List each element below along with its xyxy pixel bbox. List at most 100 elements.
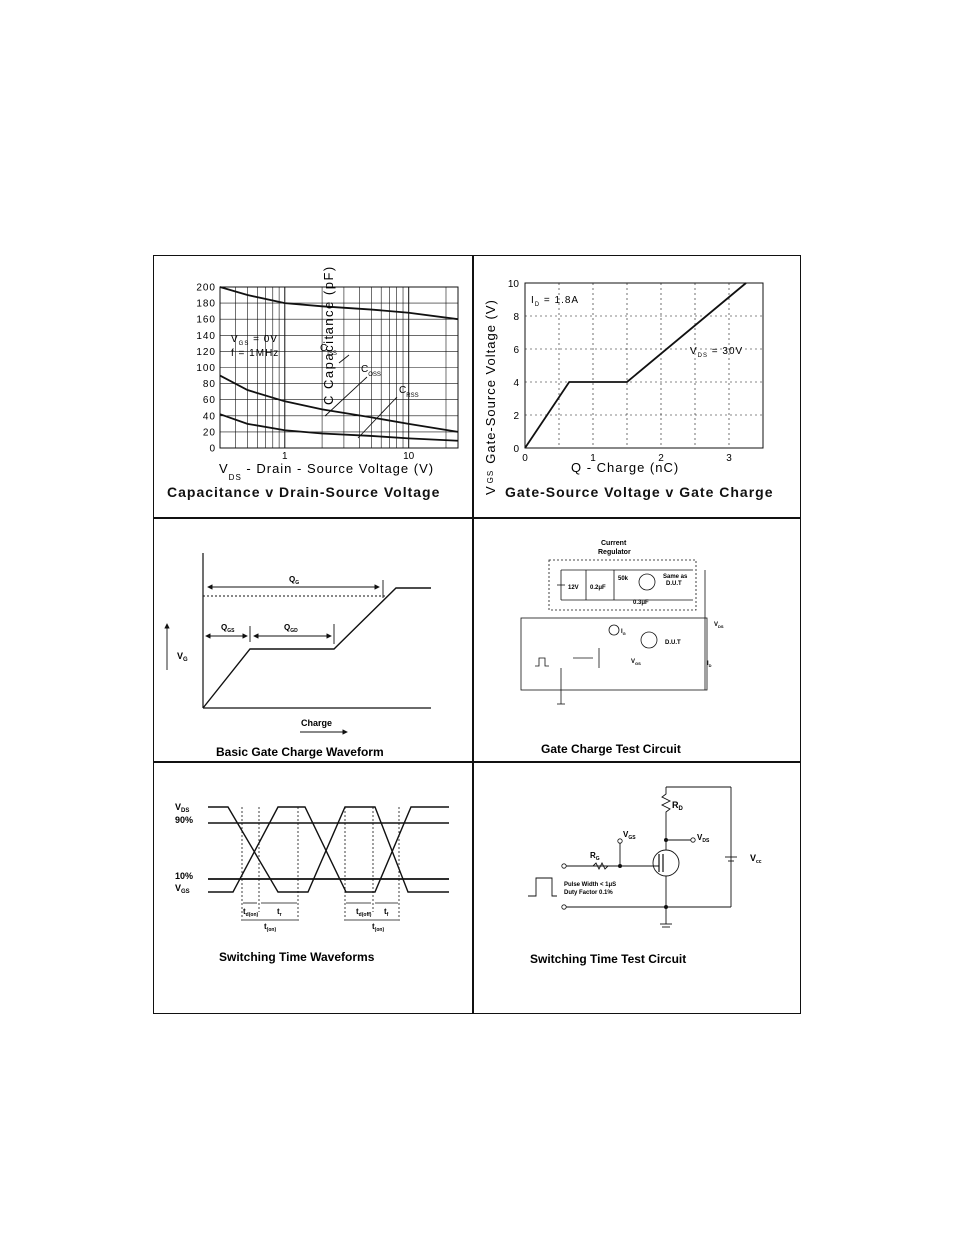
gate-charge-title: Gate-Source Voltage v Gate Charge	[505, 484, 774, 500]
y-tick-label: 60	[203, 395, 216, 406]
sw-ton-label: t(on)	[264, 922, 276, 933]
rg-label: RG	[590, 851, 600, 862]
rg-resistor	[592, 861, 609, 871]
sw-vds-label: VDS	[175, 802, 189, 814]
label-12v: 12V	[568, 585, 579, 591]
test-circuit-loop	[520, 617, 708, 691]
label-dut-2: D.U.T	[665, 640, 681, 646]
gate-charge-test-circuit-title: Gate Charge Test Circuit	[541, 742, 681, 756]
label-vgs: VGS	[631, 659, 641, 666]
sw-vgs-label: VGS	[175, 883, 190, 895]
wf-qgd-label: QGD	[284, 623, 298, 634]
capacitance-series	[219, 286, 459, 442]
y-tick-label: 6	[513, 345, 519, 356]
gate-charge-test-circuit: Current Regulator 12V 0.2μF 50k Same as …	[520, 540, 724, 756]
condition-vgs: VGS = 0V	[231, 334, 278, 347]
condition-freq: f = 1MHz	[231, 348, 279, 359]
pulse-width-text: Pulse Width < 1μS	[564, 882, 616, 888]
sw-tr-label: tr	[277, 907, 282, 918]
sw-tdoff-label: td(off)	[356, 907, 372, 918]
leader-ciss	[338, 354, 350, 364]
capacitance-title: Capacitance v Drain-Source Voltage	[167, 484, 441, 500]
capacitance-x-label: VDS - Drain - Source Voltage (V)	[219, 461, 434, 482]
label-same-as: Same as	[663, 574, 688, 580]
wf-trace	[202, 587, 431, 709]
x-tick-label: 1	[590, 453, 596, 464]
gate-charge-waveform: QG QGS QGD VG Charge Basic Gate Charge W…	[164, 553, 431, 759]
label-id: ID	[707, 661, 712, 668]
label-03uf: 0.3μF	[633, 600, 649, 606]
regulator-box	[548, 559, 697, 611]
leader-crss	[357, 396, 398, 439]
y-tick-label: 200	[196, 283, 216, 294]
figure-divider-vertical	[472, 255, 474, 1014]
x-tick-label: 10	[403, 451, 415, 462]
capacitance-y-label: C Capacitance (pF)	[321, 265, 336, 405]
ig-current-source	[608, 624, 620, 636]
y-tick-label: 4	[513, 378, 519, 389]
y-tick-label: 120	[196, 347, 216, 358]
mosfet-symbol	[652, 849, 680, 877]
annotation-id: ID = 1.8A	[531, 295, 579, 308]
label-ciss: CISS	[320, 343, 337, 357]
label-crss: CRSS	[399, 385, 419, 399]
x-tick-label: 2	[658, 453, 664, 464]
sw-10-label: 10%	[175, 871, 193, 881]
switching-test-circuit: RD VDS VGS RG Vcc Pulse Width < 1μS Duty…	[528, 786, 762, 966]
sw-vgs-trace	[208, 806, 449, 893]
gate-charge-y-label: VGSGate-Source Voltage (V)	[483, 299, 498, 495]
y-tick-label: 40	[203, 411, 216, 422]
y-tick-label: 10	[508, 279, 520, 290]
label-regulator: Regulator	[598, 549, 631, 556]
wf-qgs-label: QGS	[221, 623, 235, 634]
figure-divider-row2	[153, 761, 801, 763]
wf-vg-label: VG	[177, 651, 188, 663]
leader-coss	[324, 376, 368, 417]
vds-label: VDS	[697, 833, 710, 844]
sw-90-label: 90%	[175, 815, 193, 825]
y-tick-label: 2	[513, 411, 519, 422]
gate-charge-grid	[524, 282, 764, 449]
switching-waveforms-title: Switching Time Waveforms	[219, 950, 375, 964]
reg-mosfet-symbol	[638, 573, 656, 591]
label-ig: IG	[621, 629, 626, 636]
x-tick-label: 0	[522, 453, 528, 464]
dut-mosfet-symbol	[640, 631, 658, 649]
switching-test-circuit-title: Switching Time Test Circuit	[530, 952, 686, 966]
x-tick-label: 1	[282, 451, 288, 462]
y-tick-label: 20	[203, 427, 216, 438]
label-vds: VDS	[714, 622, 724, 629]
y-tick-label: 80	[203, 379, 216, 390]
switching-waveforms: VDS 90% 10% VGS td(on) tr t(on) td(off) …	[175, 802, 449, 964]
wf-qg-label: QG	[289, 575, 299, 586]
rd-label: RD	[672, 800, 684, 812]
gate-charge-x-label: Q - Charge (nC)	[571, 460, 679, 475]
input-pulse	[535, 657, 549, 667]
capacitance-x-ticks: 1 10	[282, 451, 415, 462]
label-dut-1: D.U.T	[666, 581, 682, 587]
label-current: Current	[601, 540, 627, 547]
crss-curve	[219, 413, 459, 442]
vcc-label: Vcc	[750, 853, 762, 865]
y-tick-label: 140	[196, 331, 216, 342]
rd-resistor	[660, 787, 672, 820]
y-tick-label: 0	[209, 444, 216, 455]
label-coss: COSS	[361, 364, 381, 378]
annotation-vds: VDS = 30V	[690, 346, 743, 359]
sw-tf-label: tf	[384, 907, 389, 918]
y-tick-label: 8	[513, 312, 519, 323]
figure-divider-row1	[153, 517, 801, 519]
gate-charge-series	[524, 282, 747, 449]
y-tick-label: 100	[196, 363, 216, 374]
y-tick-label: 180	[196, 299, 216, 310]
sw-toff-label: t(on)	[372, 922, 384, 933]
ciss-curve	[219, 286, 459, 321]
vgs-label: VGS	[623, 830, 636, 841]
capacitance-grid	[219, 286, 459, 449]
gate-charge-plot-border	[524, 282, 764, 449]
